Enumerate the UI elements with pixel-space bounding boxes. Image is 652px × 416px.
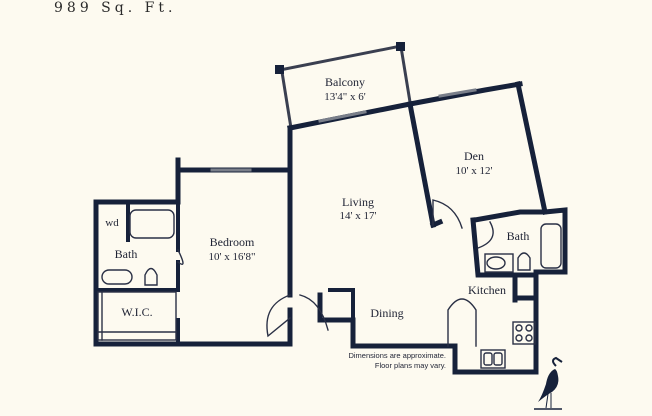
dining-label: Dining — [370, 306, 403, 320]
living-label: Living — [342, 195, 374, 209]
heron-icon — [534, 356, 563, 410]
den-label: Den — [464, 149, 484, 163]
disclaimer-line-2: Floor plans may vary. — [375, 361, 446, 370]
den-bath-label: Bath — [507, 229, 530, 243]
living-size: 14' x 17' — [340, 210, 377, 222]
balcony-label: Balcony — [325, 75, 365, 89]
disclaimer-line-1: Dimensions are approximate. — [348, 351, 446, 360]
kitchen-label: Kitchen — [468, 283, 506, 297]
master-bath-label: Bath — [115, 247, 138, 261]
wic-label: W.I.C. — [121, 305, 152, 319]
den-size: 10' x 12' — [456, 165, 493, 177]
balcony-size: 13'4" x 6' — [324, 91, 365, 103]
washer-dryer-label: wd — [105, 217, 119, 229]
balcony-outline — [275, 42, 412, 130]
bedroom-size: 10' x 16'8" — [209, 251, 256, 263]
square-footage: 989 Sq. Ft. — [54, 0, 177, 16]
bedroom-label: Bedroom — [210, 235, 255, 249]
